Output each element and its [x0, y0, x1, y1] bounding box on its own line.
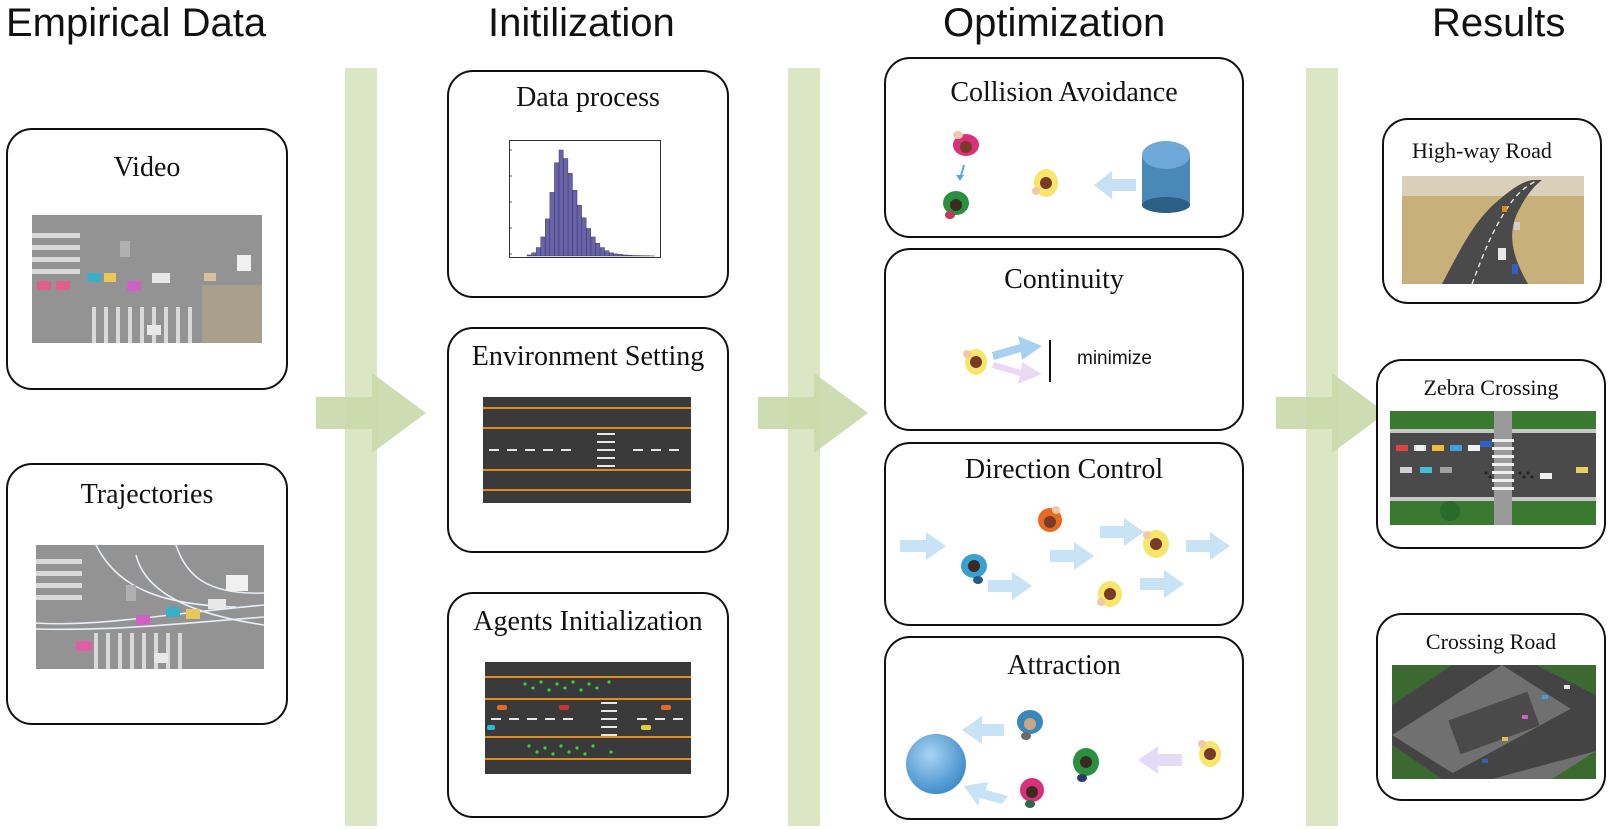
- pedestrian-icon: [963, 349, 987, 375]
- attraction-title: Attraction: [1007, 650, 1121, 681]
- histogram-bar: [535, 247, 541, 257]
- trajectories-title: Trajectories: [80, 479, 214, 510]
- histogram-chart: [509, 140, 661, 258]
- cylinder-obstacle-icon: [1142, 141, 1190, 213]
- zebra-crossing-title: Zebra Crossing: [1423, 375, 1559, 400]
- continuity-minimize-label: minimize: [1077, 348, 1152, 369]
- histogram-bar: [558, 149, 564, 257]
- flow-arrow-icon-2: [758, 373, 868, 453]
- zebra-crossing-image: [1390, 411, 1596, 525]
- separator-band-1: [345, 68, 377, 826]
- crossing-road-title: Crossing Road: [1425, 629, 1557, 654]
- highway-road-card: High-way Road: [1382, 118, 1602, 304]
- histogram-bar: [563, 158, 569, 257]
- pedestrian-icon: [1198, 740, 1221, 767]
- collision-avoidance-card: Collision Avoidance: [884, 57, 1244, 238]
- continuity-illustration: [963, 336, 1051, 384]
- pedestrian-icon: [1038, 506, 1062, 532]
- pedestrian-icon: [1017, 710, 1043, 740]
- crossing-road-image: [1392, 665, 1596, 779]
- histogram-bar: [554, 162, 559, 257]
- histogram-bar: [586, 228, 591, 257]
- attraction-illustration: [906, 710, 1221, 808]
- histogram-bar: [599, 247, 605, 257]
- histogram-bar: [613, 253, 619, 257]
- histogram-bar: [540, 236, 546, 257]
- collision-avoidance-title: Collision Avoidance: [950, 77, 1178, 108]
- collision-avoidance-illustration: [943, 131, 1190, 219]
- environment-road-image: [483, 397, 691, 503]
- pedestrian-icon: [943, 191, 969, 219]
- histogram-bar: [567, 173, 573, 257]
- histogram-bar: [622, 254, 628, 257]
- histogram-bar: [618, 254, 623, 257]
- pedestrian-icon: [953, 131, 979, 156]
- zebra-crossing-card: Zebra Crossing: [1376, 359, 1606, 549]
- direction-control-title: Direction Control: [964, 454, 1164, 485]
- sphere-goal-icon: [906, 734, 966, 794]
- attraction-card: Attraction: [884, 636, 1244, 820]
- histogram-bar: [545, 218, 550, 257]
- agents-initialization-card: Agents Initialization: [447, 592, 729, 818]
- histogram-bar: [590, 236, 596, 257]
- histogram-bar: [609, 252, 614, 257]
- direction-control-card: Direction Control: [884, 442, 1244, 626]
- histogram-bar: [549, 192, 555, 257]
- video-title: Video: [113, 152, 181, 183]
- direction-control-illustration: [900, 506, 1230, 607]
- trajectories-image: [36, 545, 264, 669]
- environment-setting-title: Environment Setting: [471, 341, 705, 372]
- heading-empirical-data: Empirical Data: [6, 1, 267, 45]
- highway-road-image: [1402, 176, 1584, 284]
- histogram-bar: [595, 243, 601, 257]
- trajectories-card: Trajectories: [6, 463, 288, 725]
- histogram-bar: [526, 254, 532, 257]
- agents-initialization-title: Agents Initialization: [473, 606, 703, 637]
- continuity-title: Continuity: [1004, 264, 1124, 295]
- pedestrian-icon: [1143, 530, 1169, 558]
- histogram-bar: [581, 217, 587, 257]
- histogram-bar: [631, 255, 637, 257]
- data-process-title: Data process: [516, 82, 660, 113]
- histogram-bar: [572, 190, 578, 257]
- pedestrian-icon: [961, 554, 987, 584]
- pedestrian-icon: [1032, 169, 1058, 197]
- flow-arrow-icon-1: [316, 373, 426, 453]
- pedestrian-icon: [1097, 581, 1122, 607]
- histogram-bar: [627, 254, 633, 257]
- flow-arrow-icon-3: [1276, 373, 1386, 453]
- highway-road-title: High-way Road: [1412, 138, 1552, 163]
- environment-setting-card: Environment Setting: [447, 327, 729, 553]
- heading-initialization: Initilization: [488, 1, 675, 45]
- agents-road-image: [485, 662, 691, 774]
- histogram-bar: [604, 250, 610, 257]
- pedestrian-icon: [1020, 778, 1044, 808]
- heading-optimization: Optimization: [943, 1, 1166, 45]
- video-card: Video: [6, 128, 288, 390]
- histogram-bar: [531, 252, 537, 257]
- crossing-road-card: Crossing Road: [1376, 613, 1606, 801]
- histogram-bar: [577, 204, 582, 257]
- video-frame-image: [32, 215, 262, 343]
- heading-results: Results: [1432, 1, 1566, 45]
- continuity-card: Continuity minimize: [884, 248, 1244, 431]
- pedestrian-icon: [1073, 748, 1099, 782]
- data-process-card: Data process: [447, 70, 729, 298]
